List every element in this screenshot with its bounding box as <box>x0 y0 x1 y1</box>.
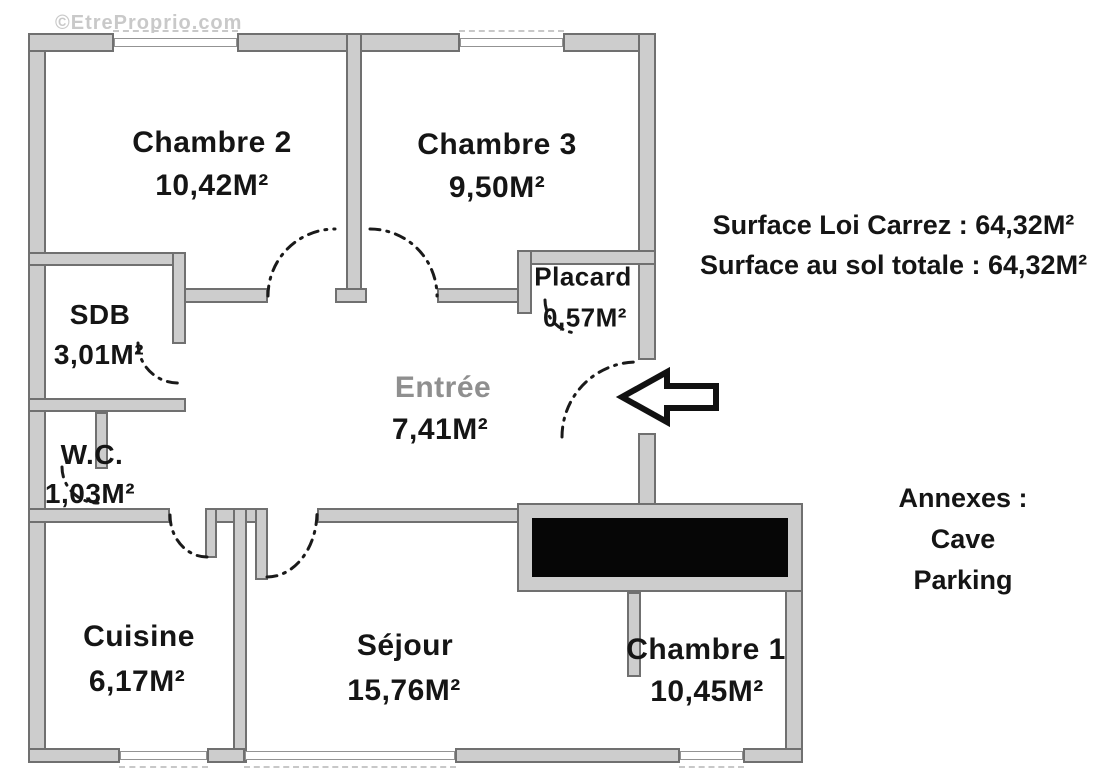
window <box>459 30 564 47</box>
room-label-entree: Entrée <box>394 371 492 404</box>
room-area-sdb: 3,01M² <box>53 339 145 370</box>
annexes-item-parking: Parking <box>913 565 1013 595</box>
room-area-chambre3: 9,50M² <box>448 171 546 204</box>
room-label-chambre2: Chambre 2 <box>132 126 292 159</box>
room-area-chambre1: 10,45M² <box>650 675 764 708</box>
room-label-sdb: SDB <box>69 299 131 330</box>
surface-au-sol: Surface au sol totale : 64,32M² <box>699 250 1088 280</box>
room-area-placard: 0,57M² <box>543 302 627 333</box>
wall-bottom-segment <box>743 748 803 763</box>
wall-cuisine-door-pier <box>205 508 217 558</box>
window <box>113 30 238 47</box>
wall-bedrooms-entree-pier <box>335 288 367 303</box>
annexes-block: Annexes : Cave Parking <box>880 478 1046 601</box>
door-arc-cuisine <box>168 513 209 559</box>
room-area-wc: 1,03M² <box>44 478 136 509</box>
wall-top-segment <box>28 33 114 52</box>
door-arc-entrance <box>560 360 639 439</box>
window <box>119 751 208 768</box>
door-arc-sejour <box>265 510 319 579</box>
wall-bedrooms-entree <box>172 288 268 303</box>
room-area-entree: 7,41M² <box>391 413 489 446</box>
wall-mid-horizontal <box>317 508 530 523</box>
door-arc-chambre2 <box>266 227 337 298</box>
wall-right-mid <box>638 433 656 512</box>
surface-loi-carrez: Surface Loi Carrez : 64,32M² <box>712 210 1075 240</box>
wall-bottom-segment <box>28 748 120 763</box>
wall-right-upper <box>638 33 656 360</box>
room-label-placard: Placard <box>534 261 632 292</box>
surface-summary: Surface Loi Carrez : 64,32M² Surface au … <box>668 205 1119 285</box>
room-area-sejour: 15,76M² <box>347 674 461 707</box>
wall-wc-right <box>95 412 108 469</box>
room-area-cuisine: 6,17M² <box>88 665 186 698</box>
wall-placard-left <box>517 250 532 314</box>
window <box>244 751 456 768</box>
wall-bottom-segment <box>455 748 680 763</box>
room-area-chambre2: 10,42M² <box>155 169 269 202</box>
annexes-title: Annexes : <box>898 483 1028 513</box>
wall-chambre2-chambre3-divider <box>346 33 362 295</box>
door-arc-chambre3 <box>368 227 439 298</box>
room-label-chambre3: Chambre 3 <box>417 128 577 161</box>
room-label-cuisine: Cuisine <box>83 620 195 653</box>
wall-sdb-bottom <box>28 398 186 412</box>
annexes-item-cave: Cave <box>930 524 996 554</box>
wall-sdb-top <box>28 252 186 266</box>
black-block <box>532 518 788 577</box>
watermark: ©EtreProprio.com <box>55 12 243 34</box>
wall-sejour-door-pier <box>255 508 268 580</box>
wall-bedrooms-entree <box>437 288 522 303</box>
room-label-wc: W.C. <box>60 439 124 470</box>
window <box>679 751 744 768</box>
room-label-chambre1: Chambre 1 <box>626 633 786 666</box>
wall-bottom-segment <box>207 748 245 763</box>
wall-sejour-chambre1-divider <box>627 592 641 677</box>
wall-cuisine-sejour-divider <box>233 508 247 763</box>
wall-mid-horizontal <box>28 508 170 523</box>
wall-sdb-right <box>172 252 186 344</box>
room-label-sejour: Séjour <box>356 629 454 662</box>
